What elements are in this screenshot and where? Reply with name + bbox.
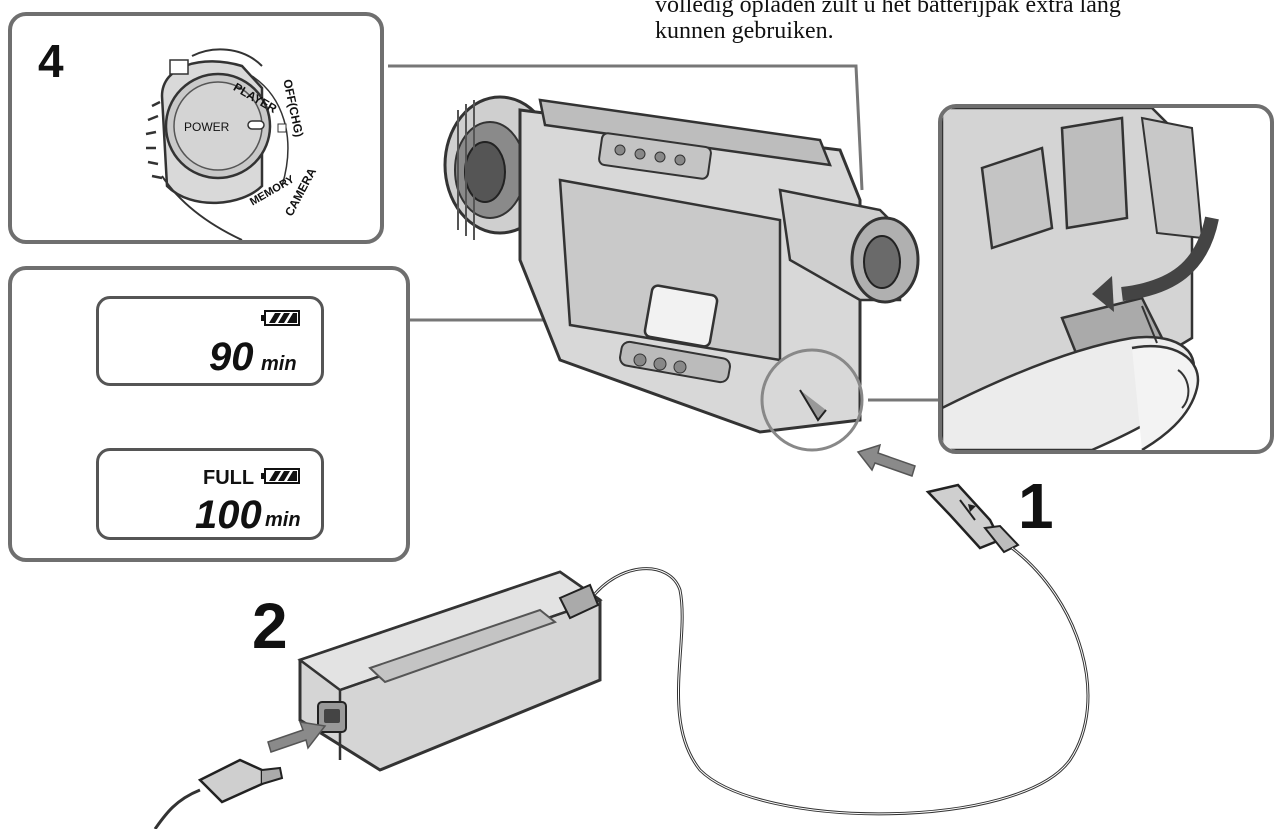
connector-line-dial [388,64,864,191]
dc-jack-detail-panel [938,104,1274,454]
ac-adapter [297,570,603,772]
step-number-2: 2 [252,590,288,662]
battery-level-icon [261,310,300,326]
remaining-time-value: 90 [209,335,254,379]
step-number-1: 1 [1018,470,1054,542]
battery-full-icon [261,468,300,484]
power-dial-illustration [145,48,289,240]
dc-jack-highlight [760,348,864,452]
lcd-after-charge: FULL 100 min [96,448,324,540]
mains-plug [153,758,284,829]
dc-plug [925,483,1020,554]
caption-line-1: volledig opladen zult u het batterijpak … [655,0,1121,18]
full-time-value: 100 [195,493,262,537]
power-label: POWER [184,120,230,134]
remaining-time-unit: min [261,353,297,375]
battery-display-panel: 90 min FULL 100 min [8,266,410,562]
manual-caption: volledig opladen zult u het batterijpak … [655,0,1278,44]
jack-cover-illustration [942,108,1219,450]
plug-in-arrow-2 [267,721,327,753]
full-charge-label: FULL [203,467,255,489]
camcorder-illustration [443,95,920,452]
caption-line-2: kunnen gebruiken. [655,18,834,44]
plug-in-arrow-1 [856,443,916,477]
lcd-before-charge: 90 min [96,296,324,386]
full-time-unit: min [265,509,301,531]
step-number-4: 4 [38,35,64,87]
dc-cable [588,546,1090,816]
power-dial-panel: 4 POWER PLAYER OFF(CHG) CAMERA MEMORY [8,12,384,244]
